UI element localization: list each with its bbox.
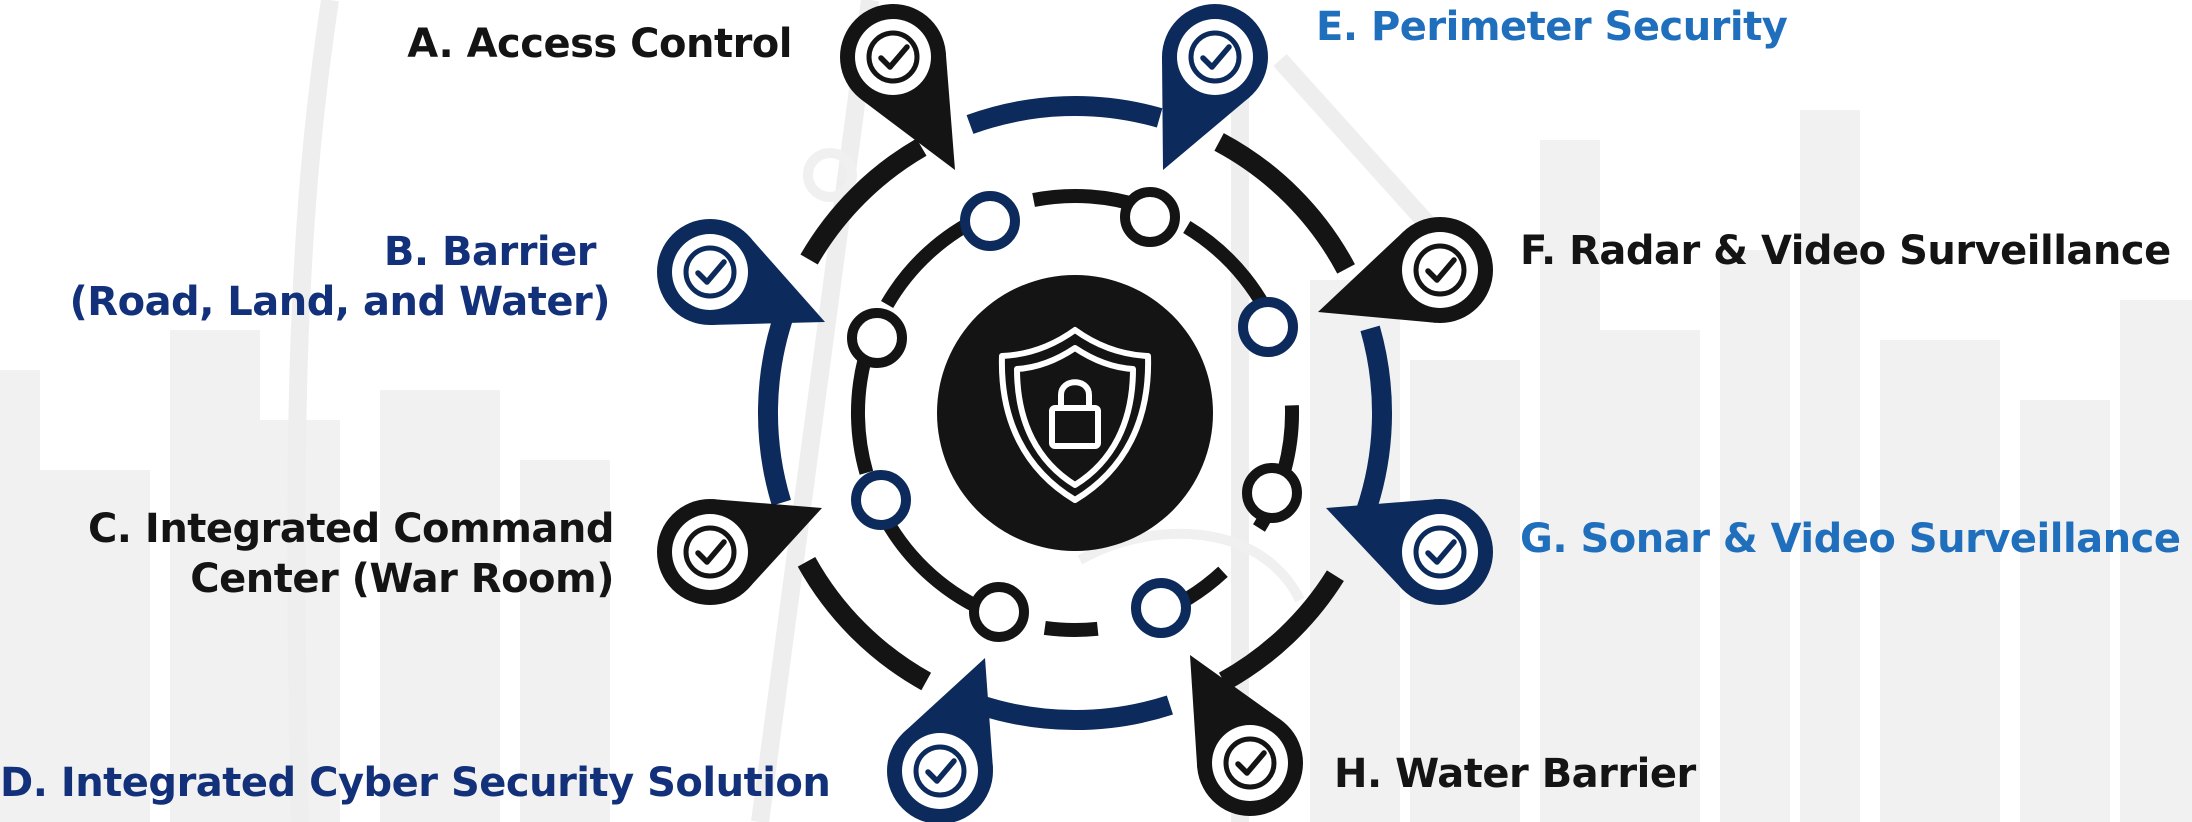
ring-marker-dot bbox=[1242, 463, 1302, 523]
outer-ring bbox=[758, 96, 1392, 731]
label-c: C. Integrated Command Center (War Room) bbox=[87, 504, 615, 604]
ring-marker-dot bbox=[851, 470, 911, 530]
label-h-line-1: H. Water Barrier bbox=[1334, 751, 1696, 797]
check-circle-icon bbox=[913, 744, 967, 798]
ring-marker-dot bbox=[969, 582, 1029, 642]
label-c-line-1: C. Integrated Command bbox=[87, 506, 615, 552]
label-g-line-1: G. Sonar & Video Surveillance bbox=[1520, 516, 2181, 562]
outer-ring-segment bbox=[966, 96, 1163, 134]
check-pin bbox=[887, 658, 993, 822]
outer-ring-segment bbox=[1218, 570, 1344, 691]
ring-marker-dot bbox=[960, 191, 1020, 251]
check-circle-icon bbox=[1223, 736, 1277, 790]
label-b-line-1: B. Barrier bbox=[383, 229, 597, 275]
outer-ring-segment bbox=[977, 695, 1173, 731]
center-shield-badge bbox=[937, 275, 1213, 551]
check-circle-icon bbox=[866, 30, 920, 84]
outer-ring-segment bbox=[1354, 325, 1392, 522]
ring-marker-dot bbox=[1131, 578, 1191, 638]
outer-ring-segment bbox=[758, 309, 795, 506]
label-b-line-2: (Road, Land, and Water) bbox=[69, 279, 611, 325]
label-h: H. Water Barrier bbox=[1334, 749, 1696, 799]
outer-ring-segment bbox=[800, 138, 927, 265]
ring-markers bbox=[847, 187, 1302, 642]
check-pin bbox=[657, 499, 822, 605]
label-a: A. Access Control bbox=[407, 19, 792, 69]
ring-marker-dot bbox=[1238, 297, 1298, 357]
label-c-line-2: Center (War Room) bbox=[190, 556, 614, 602]
label-d: D. Integrated Cyber Security Solution bbox=[0, 758, 831, 808]
inner-ring-segment bbox=[1043, 620, 1099, 637]
check-circle-icon bbox=[1413, 525, 1467, 579]
check-pin bbox=[657, 219, 825, 325]
check-pin bbox=[1318, 217, 1493, 323]
label-e: E. Perimeter Security bbox=[1316, 2, 1788, 52]
check-pin bbox=[1162, 4, 1268, 170]
label-e-line-1: E. Perimeter Security bbox=[1316, 4, 1788, 50]
check-pins bbox=[657, 4, 1493, 822]
ring-marker-dot bbox=[847, 308, 907, 368]
label-d-line-1: D. Integrated Cyber Security Solution bbox=[0, 760, 831, 806]
check-circle-icon bbox=[683, 245, 737, 299]
check-circle-icon bbox=[1413, 243, 1467, 297]
check-pin bbox=[1190, 655, 1303, 816]
shield-lock-icon bbox=[998, 327, 1152, 503]
check-circle-icon bbox=[1188, 30, 1242, 84]
check-circle-icon bbox=[683, 525, 737, 579]
label-b: B. Barrier (Road, Land, and Water) bbox=[70, 227, 611, 327]
outer-ring-segment bbox=[797, 556, 932, 691]
ring-marker-dot bbox=[1120, 187, 1180, 247]
label-a-line-1: A. Access Control bbox=[407, 21, 792, 67]
inner-ring-segment bbox=[851, 358, 874, 475]
label-g: G. Sonar & Video Surveillance bbox=[1520, 514, 2181, 564]
label-f-line-1: F. Radar & Video Surveillance bbox=[1520, 228, 2171, 274]
check-pin bbox=[840, 4, 955, 171]
check-pin bbox=[1326, 499, 1493, 605]
outer-ring-segment bbox=[1214, 133, 1355, 274]
label-f: F. Radar & Video Surveillance bbox=[1520, 226, 2171, 276]
